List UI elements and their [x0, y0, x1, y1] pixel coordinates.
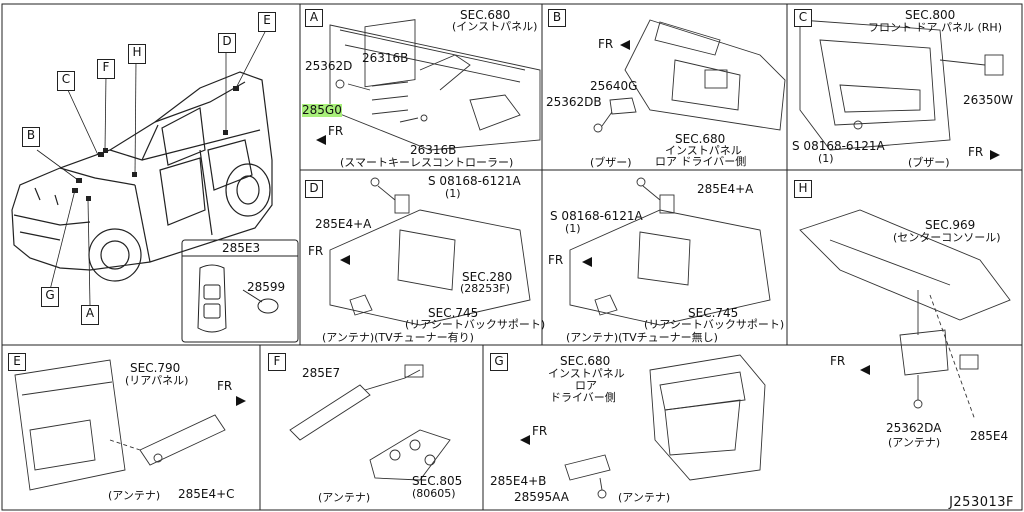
panel-h-sketch	[799, 209, 1011, 421]
panel-g-sec[interactable]: SEC.680	[560, 354, 611, 368]
panel-d2-screw-qty: (1)	[565, 222, 581, 235]
panel-a-letter: A	[305, 9, 323, 27]
panel-b-part-25362db[interactable]: 25362DB	[546, 95, 602, 109]
panel-a-part-26316b-bottom[interactable]: 26316B	[410, 143, 457, 157]
callout-a[interactable]: A	[81, 305, 99, 325]
panel-h-letter: H	[794, 180, 812, 198]
panel-g-letter: G	[490, 353, 508, 371]
panel-c-fr: FR	[968, 145, 984, 159]
panel-a-sec[interactable]: SEC.680	[460, 8, 511, 22]
panel-d2-sec[interactable]: SEC.745	[688, 306, 739, 320]
panel-d-sec2[interactable]: SEC.745	[428, 306, 479, 320]
vehicle-outline	[11, 71, 273, 282]
panel-g-sec-desc2: ロア	[575, 379, 597, 392]
panel-g-part-285e4b[interactable]: 285E4+B	[490, 474, 547, 488]
panel-d2-sec-desc: (リアシートバックサポート)	[644, 318, 785, 331]
panel-c-sec-desc: フロント ドア パネル (RH)	[868, 21, 1002, 34]
panel-c-screw-qty: (1)	[818, 152, 834, 165]
panel-g-part-28595aa[interactable]: 28595AA	[514, 490, 569, 504]
panel-b-fr: FR	[598, 37, 614, 51]
panel-e-sketch	[14, 359, 226, 491]
panel-b-caption: (ブザー)	[590, 156, 632, 169]
panel-c-letter: C	[794, 9, 812, 27]
key-inset	[181, 239, 299, 343]
panel-b-sec-desc1: インストパネル	[665, 144, 742, 157]
panel-h-part-25362da[interactable]: 25362DA	[886, 421, 942, 435]
panel-d-part-285e4a[interactable]: 285E4+A	[315, 217, 372, 231]
panel-d-sketch	[329, 177, 531, 326]
panel-f-sketch	[289, 364, 451, 481]
panel-d-screw[interactable]: S 08168-6121A	[428, 174, 521, 188]
panel-e-sec-desc: (リアパネル)	[125, 374, 189, 387]
panel-g-sec-desc1: インストパネル	[548, 367, 625, 380]
panel-d2-sketch	[569, 177, 771, 326]
callout-c[interactable]: C	[57, 71, 75, 91]
panel-g-fr: FR	[532, 424, 548, 438]
panel-c-caption: (ブザー)	[908, 156, 950, 169]
panel-d-letter: D	[305, 180, 323, 198]
panel-e-sec[interactable]: SEC.790	[130, 361, 181, 375]
panel-d-caption: (アンテナ)(TVチューナー有り)	[322, 331, 474, 344]
panel-d-sec1-desc: (28253F)	[460, 282, 510, 295]
panel-a-sketch	[329, 19, 541, 151]
panel-b-sec[interactable]: SEC.680	[675, 132, 726, 146]
panel-h-sec[interactable]: SEC.969	[925, 218, 976, 232]
panel-g-caption: (アンテナ)	[618, 491, 671, 504]
panel-f-caption: (アンテナ)	[318, 491, 371, 504]
panel-c-sketch	[799, 19, 1004, 151]
panel-h-part-285e4[interactable]: 285E4	[970, 429, 1009, 443]
panel-b-part-25640g[interactable]: 25640G	[590, 79, 638, 93]
panel-d-sec1[interactable]: SEC.280	[462, 270, 513, 284]
inset-part-28599[interactable]: 28599	[247, 280, 286, 294]
panel-h-sec-desc: (センターコンソール)	[893, 231, 1001, 244]
panel-f-sec-desc: (80605)	[412, 487, 456, 500]
panel-c-screw[interactable]: S 08168-6121A	[792, 139, 885, 153]
callout-b[interactable]: B	[22, 127, 40, 147]
panel-a-caption: (スマートキーレスコントローラー)	[340, 156, 514, 169]
panel-f-letter: F	[268, 353, 286, 371]
panel-d2-caption: (アンテナ)(TVチューナー無し)	[566, 331, 718, 344]
panel-a-part-26316b-top[interactable]: 26316B	[362, 51, 409, 65]
panel-b-sec-desc2: ロア ドライバー側	[655, 155, 747, 168]
callout-g[interactable]: G	[41, 287, 59, 307]
panel-d-sec2-desc: (リアシートバックサポート)	[405, 318, 546, 331]
panel-a-sec-desc: (インストパネル)	[452, 20, 538, 33]
panel-g-sec-desc3: ドライバー側	[550, 391, 616, 404]
panel-a-part-285g0[interactable]: 285G0	[302, 103, 342, 117]
callout-f[interactable]: F	[97, 59, 115, 79]
callout-d[interactable]: D	[218, 33, 236, 53]
callout-e[interactable]: E	[258, 12, 276, 32]
panel-h-caption: (アンテナ)	[888, 436, 941, 449]
panel-a-part-25362d[interactable]: 25362D	[305, 59, 353, 73]
panel-d-screw-qty: (1)	[445, 187, 461, 200]
panel-g-sketch	[564, 354, 766, 499]
panel-h-fr: FR	[830, 354, 846, 368]
panel-d2-screw[interactable]: S 08168-6121A	[550, 209, 643, 223]
panel-c-part-26350w[interactable]: 26350W	[963, 93, 1014, 107]
panel-b-sketch	[593, 19, 786, 133]
panel-c-sec[interactable]: SEC.800	[905, 8, 956, 22]
panel-e-caption: (アンテナ)	[108, 489, 161, 502]
document-code: J253013F	[949, 495, 1014, 510]
panel-b-letter: B	[548, 9, 566, 27]
panel-e-fr: FR	[217, 379, 233, 393]
panel-e-part-285e4c[interactable]: 285E4+C	[178, 487, 235, 501]
callout-h[interactable]: H	[128, 44, 146, 64]
inset-title: 285E3	[222, 241, 261, 255]
panel-f-sec[interactable]: SEC.805	[412, 474, 463, 488]
panel-d2-part-285e4a[interactable]: 285E4+A	[697, 182, 754, 196]
panel-f-part-285e7[interactable]: 285E7	[302, 366, 341, 380]
panel-e-letter: E	[8, 353, 26, 371]
panel-a-fr: FR	[328, 124, 344, 138]
panel-d2-fr: FR	[548, 253, 564, 267]
panel-d-fr: FR	[308, 244, 324, 258]
